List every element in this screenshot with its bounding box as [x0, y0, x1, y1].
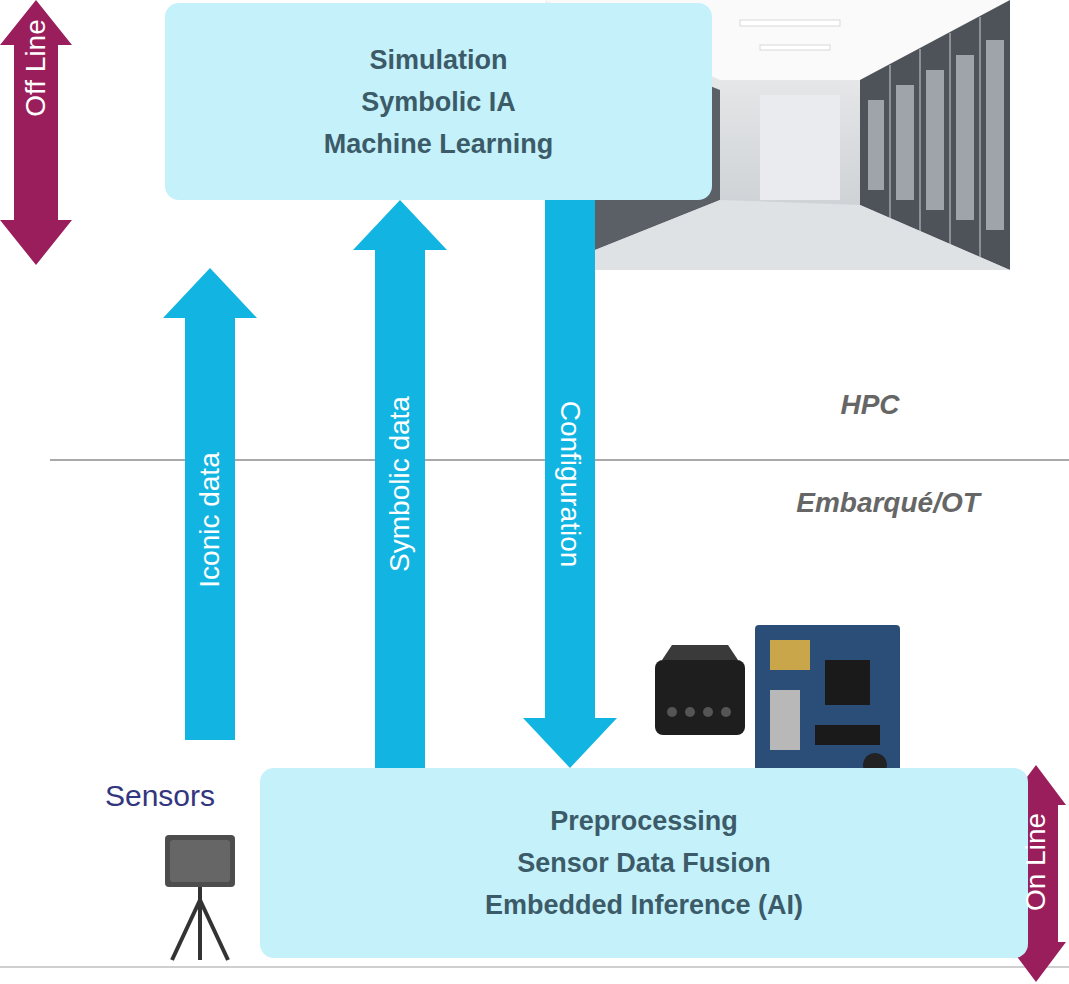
mode-label: On Line	[1020, 813, 1052, 911]
arrow-label: Iconic data	[194, 452, 226, 587]
box-text: Preprocessing	[550, 800, 738, 842]
mode-label: Off Line	[20, 19, 52, 117]
process-box: PreprocessingSensor Data FusionEmbedded …	[260, 768, 1028, 958]
zone-label: HPC	[840, 389, 899, 421]
arrow-label: Symbolic data	[384, 396, 416, 572]
process-box: SimulationSymbolic IAMachine Learning	[165, 3, 712, 200]
sensor-tripod	[165, 835, 235, 960]
box-text: Embedded Inference (AI)	[485, 884, 803, 926]
embedded-box	[655, 645, 745, 735]
box-text: Simulation	[369, 39, 507, 81]
offline-arrow	[0, 0, 72, 265]
box-text: Symbolic IA	[361, 81, 516, 123]
arrow-label: Configuration	[554, 401, 586, 568]
block-arrow	[523, 200, 617, 768]
zone-label: Embarqué/OT	[796, 487, 980, 519]
block-arrow	[353, 200, 447, 768]
data-arrow	[163, 268, 257, 740]
box-text: Sensor Data Fusion	[517, 842, 771, 884]
sensors-label: Sensors	[105, 779, 215, 813]
bottom-rule	[0, 966, 1069, 968]
box-text: Machine Learning	[324, 123, 554, 165]
embedded-board	[755, 625, 900, 790]
